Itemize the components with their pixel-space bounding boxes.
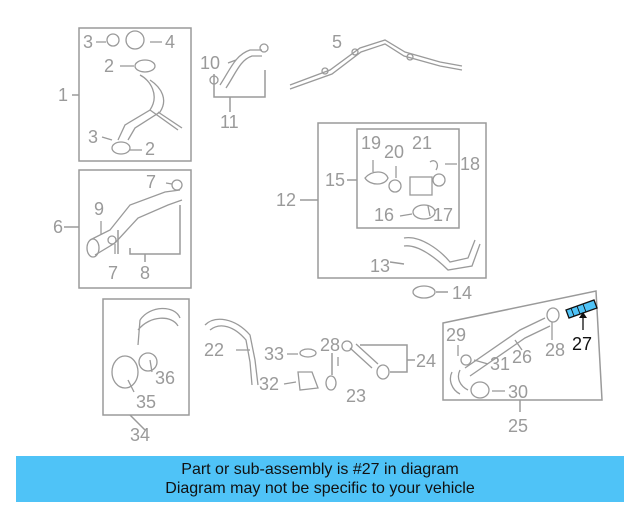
callout-6: 6 [53, 217, 63, 237]
callout-36: 36 [155, 368, 175, 388]
callout-5: 5 [332, 32, 342, 52]
callout-7-bottom: 7 [108, 263, 118, 283]
callout-13: 13 [370, 256, 390, 276]
callout-32: 32 [259, 374, 279, 394]
callout-2-top: 2 [104, 56, 114, 76]
callout-7-top: 7 [146, 172, 156, 192]
callout-16: 16 [374, 205, 394, 225]
callout-31: 31 [490, 354, 510, 374]
callout-24: 24 [416, 351, 436, 371]
callout-23: 23 [346, 386, 366, 406]
callout-27-highlighted: 27 [572, 334, 592, 354]
callout-28-right: 28 [545, 340, 565, 360]
banner-line-part: Part or sub-assembly is #27 in diagram [181, 461, 459, 478]
callout-9: 9 [94, 199, 104, 219]
callout-15: 15 [325, 170, 345, 190]
group-box-25 [442, 290, 603, 401]
banner-line-disclaimer: Diagram may not be specific to your vehi… [165, 480, 475, 497]
callout-14: 14 [452, 283, 472, 303]
callout-3-bottom: 3 [88, 127, 98, 147]
callout-20: 20 [384, 142, 404, 162]
callout-8: 8 [140, 263, 150, 283]
callout-29: 29 [446, 325, 466, 345]
callout-35: 35 [136, 392, 156, 412]
callout-1: 1 [58, 85, 68, 105]
notice-banner: Part or sub-assembly is #27 in diagram D… [16, 456, 624, 502]
callout-28-left: 28 [320, 335, 340, 355]
callout-10: 10 [200, 53, 220, 73]
group-box-6 [78, 169, 192, 289]
callout-2-bottom: 2 [145, 139, 155, 159]
callout-22: 22 [204, 340, 224, 360]
callout-25: 25 [508, 416, 528, 436]
callout-30: 30 [508, 382, 528, 402]
callout-18: 18 [460, 154, 480, 174]
callout-12: 12 [276, 190, 296, 210]
callout-34: 34 [130, 425, 150, 445]
callout-17: 17 [433, 205, 453, 225]
group-box-34 [102, 298, 190, 416]
group-box-15 [356, 128, 460, 229]
callout-11: 11 [220, 112, 239, 132]
callout-21: 21 [412, 133, 432, 153]
callout-26: 26 [512, 347, 532, 367]
callout-3-top: 3 [83, 32, 93, 52]
callout-19: 19 [361, 133, 381, 153]
callout-4: 4 [165, 32, 175, 52]
part-27-highlight[interactable] [565, 299, 598, 330]
callout-33: 33 [264, 344, 284, 364]
